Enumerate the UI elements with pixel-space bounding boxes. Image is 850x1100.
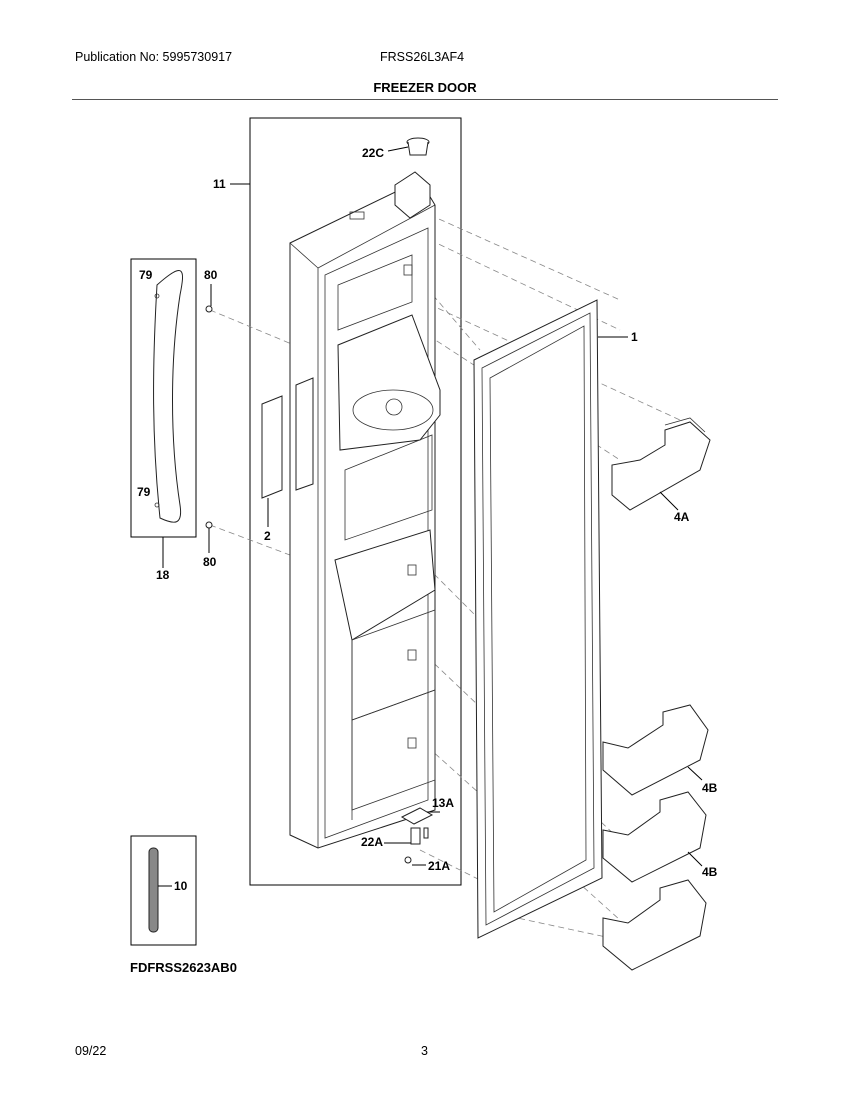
label-4a: 4A — [674, 510, 690, 524]
part-4b-door-bin-middle — [602, 791, 707, 883]
label-1: 1 — [631, 330, 638, 344]
part-4b-door-bin-lower — [602, 879, 707, 971]
label-79-top: 79 — [139, 268, 153, 282]
label-4b-lower: 4B — [702, 865, 718, 879]
part-18-handle — [153, 270, 183, 523]
label-13a: 13A — [432, 796, 454, 810]
label-22a: 22A — [361, 835, 383, 849]
part-80-screws — [205, 305, 213, 529]
label-80-bottom: 80 — [203, 555, 217, 569]
label-11: 11 — [213, 177, 226, 191]
part-2-control-panel — [261, 377, 314, 499]
page-title: FREEZER DOOR — [373, 80, 477, 95]
footer-date: 09/22 — [75, 1044, 107, 1058]
label-79-bottom: 79 — [137, 485, 151, 499]
label-4b-upper: 4B — [702, 781, 718, 795]
diagram-code: FDFRSS2623AB0 — [130, 960, 237, 975]
part-labels: 22C 11 79 80 1 79 2 4A 18 80 4B 13A 22A … — [137, 146, 718, 893]
publication-number: Publication No: 5995730917 — [75, 50, 233, 64]
part-22c-cap — [406, 137, 430, 156]
label-21a: 21A — [428, 859, 450, 873]
model-number: FRSS26L3AF4 — [380, 50, 465, 64]
freezer-door-liner — [289, 171, 441, 849]
hinge-hardware — [400, 807, 434, 864]
label-22c: 22C — [362, 146, 384, 160]
leader-lines — [158, 146, 703, 887]
label-18: 18 — [156, 568, 170, 582]
part-4b-door-bin-upper — [602, 704, 709, 796]
page-number: 3 — [421, 1044, 428, 1058]
header-divider — [72, 99, 778, 100]
part-4a-door-bin — [611, 417, 711, 511]
label-2: 2 — [264, 529, 271, 543]
trim-group-box — [130, 835, 197, 946]
label-80-top: 80 — [204, 268, 218, 282]
label-10: 10 — [174, 879, 188, 893]
door-group-box — [249, 117, 462, 886]
part-1-door-gasket — [473, 299, 603, 939]
part-10-trim-strip — [148, 847, 159, 933]
